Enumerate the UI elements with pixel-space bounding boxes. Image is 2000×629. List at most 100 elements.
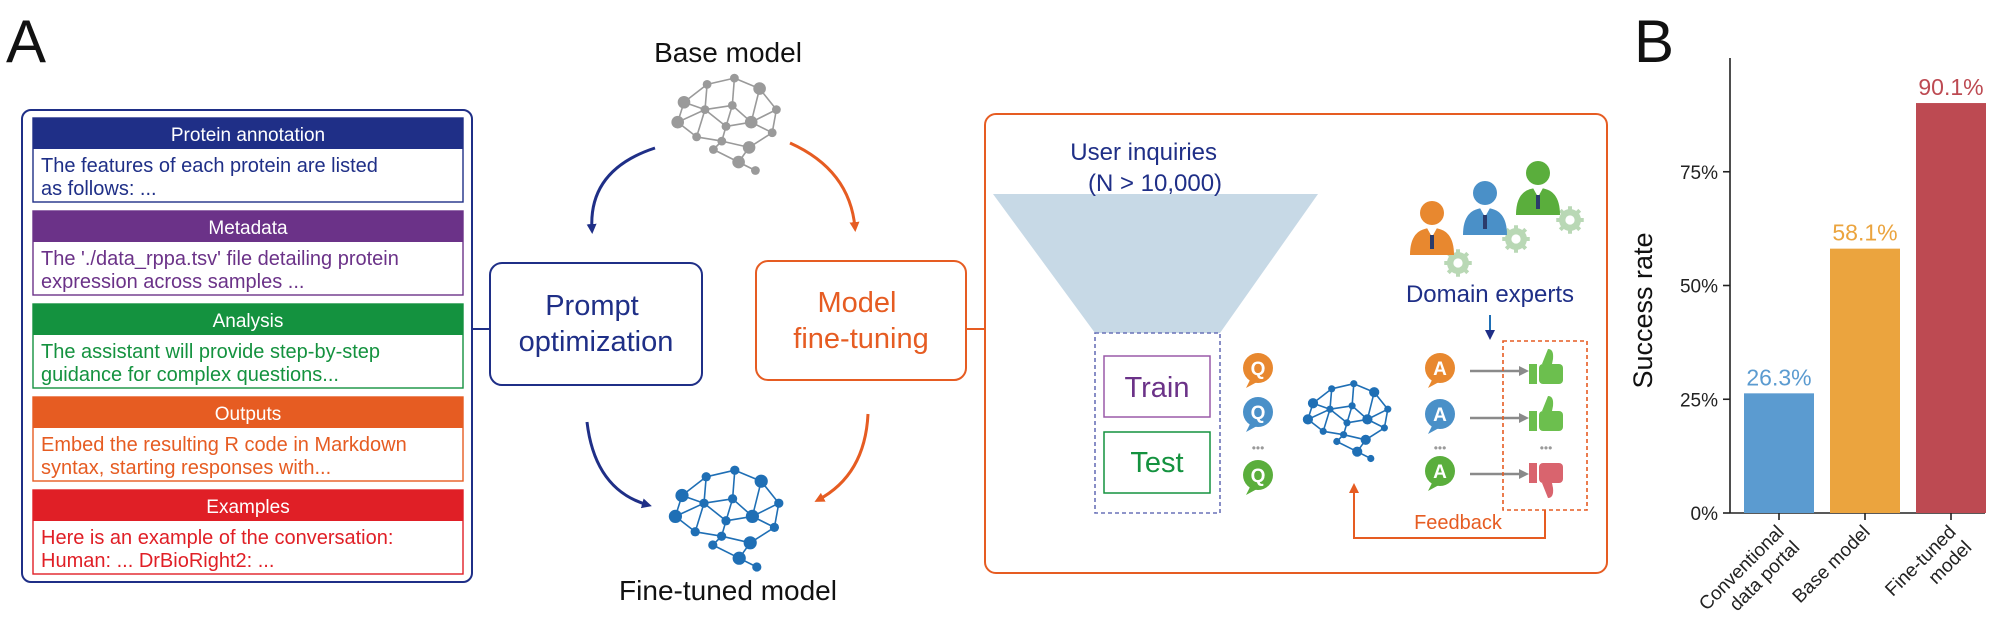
question-badge-icon-bubble: [1243, 397, 1273, 427]
thumbs-up-icon-fingers: [1539, 411, 1563, 431]
fine-tuned-brain-node: [721, 516, 731, 526]
base-brain-edge: [706, 77, 735, 86]
middle-brain-node: [1362, 414, 1373, 425]
middle-brain-node: [1367, 454, 1375, 463]
ratings: •••: [1529, 349, 1563, 498]
prompt-section-text: syntax, starting responses with...: [41, 457, 331, 479]
base-brain-edge: [704, 104, 733, 111]
x-tick-label: Conventionaldata portal: [1695, 522, 1804, 629]
expert-orange-icon-head: [1420, 201, 1444, 225]
thumbs-up-icon-thumb: [1542, 349, 1554, 364]
fine-tuned-model-brain-icon: [668, 465, 784, 572]
fine-tuned-brain-node: [708, 540, 718, 550]
x-tick-label: Base model: [1789, 522, 1875, 608]
thumbs-up-icon-thumb: [1542, 396, 1554, 411]
question-badges: QQ•••Q: [1243, 353, 1273, 495]
base-brain-edge: [704, 108, 727, 128]
question-badge-icon-letter: Q: [1251, 466, 1266, 487]
domain-experts-icon: [1410, 161, 1584, 277]
y-tick-label: 75%: [1680, 163, 1718, 184]
prompt-optimization-line-2: optimization: [519, 326, 674, 358]
test-set-box: [1103, 431, 1211, 494]
middle-brain-node: [1360, 434, 1371, 445]
base-brain-node: [708, 145, 718, 154]
middle-brain-node: [1319, 427, 1327, 435]
feedback-label: Feedback: [1414, 512, 1503, 534]
panel-a-letter: A: [6, 8, 46, 75]
base-brain-node: [700, 105, 710, 115]
prompt-section-header: Outputs: [215, 404, 282, 425]
user-inquiries-label: User inquiries (N > 10,000): [1070, 139, 1223, 197]
fine-tuned-brain-node: [769, 522, 780, 533]
user-inquiries-line-1: User inquiries: [1070, 139, 1217, 166]
prompt-section-text: guidance for complex questions...: [41, 364, 339, 386]
prompt-section-text: Human: ... DrBioRight2: ...: [41, 550, 274, 572]
question-badge-icon-letter: Q: [1251, 403, 1266, 424]
prompt-section-text: The assistant will provide step-by-step: [41, 341, 380, 363]
prompt-section-text: Here is an example of the conversation:: [41, 527, 393, 549]
base-brain-node: [671, 115, 684, 129]
feedback-loop-arrow: [1349, 483, 1546, 539]
middle-brain-edge: [1329, 405, 1353, 410]
gear-hole: [1511, 234, 1521, 244]
prompt-optimization-box: [489, 262, 703, 386]
answer-badges: AA•••A: [1425, 353, 1455, 491]
prompt-section-header: Examples: [206, 497, 289, 518]
base-model-brain-icon: [671, 73, 781, 175]
fine-tuned-brain-node: [743, 536, 757, 550]
middle-brain-edge: [1322, 408, 1331, 432]
fine-tuned-brain-node: [716, 531, 727, 541]
gear-icon: [1556, 206, 1584, 234]
base-brain-node: [721, 121, 731, 131]
train-set-label: Train: [1125, 372, 1190, 404]
expert-blue-icon-tie: [1483, 215, 1487, 229]
y-tick-label: 0%: [1691, 504, 1719, 525]
bar-value-label: 58.1%: [1832, 220, 1897, 246]
middle-brain-node: [1369, 387, 1380, 398]
bar-value-label: 26.3%: [1746, 364, 1811, 390]
train-set-box: [1103, 355, 1211, 418]
base-brain-node: [677, 95, 691, 109]
test-set-label: Test: [1130, 447, 1183, 479]
answer-badge-icon-bubble: [1425, 399, 1455, 429]
expert-green-icon-tie: [1536, 195, 1540, 209]
thumbs-up-icon: [1529, 396, 1563, 431]
answer-ellipsis: •••: [1434, 441, 1447, 455]
bar: [1744, 393, 1814, 513]
middle-brain-node: [1302, 414, 1313, 425]
prompt-optimization-line-1: Prompt: [545, 290, 638, 322]
middle-brain-edge: [1329, 408, 1348, 424]
prompt-components-box: [21, 109, 473, 583]
base-brain-node: [750, 166, 760, 175]
middle-brain-node: [1333, 437, 1341, 446]
thumbs-down-icon: [1529, 463, 1563, 498]
gear-icon: [1502, 225, 1530, 253]
thumbs-down-icon-thumb: [1542, 483, 1554, 498]
fine-tuned-brain-node: [699, 498, 709, 508]
thumbs-up-icon-fingers: [1539, 364, 1563, 384]
fine-tuned-brain-node: [754, 474, 768, 488]
expert-orange-icon-collar: [1427, 228, 1437, 237]
model-brain-icon: [1302, 380, 1392, 463]
prompt-section-header-bar: [33, 211, 463, 242]
fine-tuned-brain-node: [727, 494, 738, 504]
base-brain-node: [771, 105, 781, 115]
x-tick-label-line: Base model: [1789, 522, 1875, 608]
gear-icon: [1444, 249, 1472, 277]
question-badge-icon-letter: Q: [1251, 359, 1266, 380]
fine-tuned-model-label: Fine-tuned model: [619, 575, 837, 606]
fine-tuned-brain-node: [774, 498, 784, 508]
prompt-section-header-bar: [33, 397, 463, 428]
fine-tuned-brain-node: [690, 527, 700, 537]
question-badge-icon-bubble: [1243, 353, 1273, 383]
answer-badge-icon: A: [1425, 456, 1455, 491]
thumbs-up-icon-cuff: [1529, 411, 1537, 431]
prompt-section-header-bar: [33, 304, 463, 335]
prompt-section-header: Analysis: [213, 311, 284, 332]
expert-blue-icon-head: [1473, 181, 1497, 205]
model-fine-tuning-line-1: Model: [817, 287, 896, 319]
